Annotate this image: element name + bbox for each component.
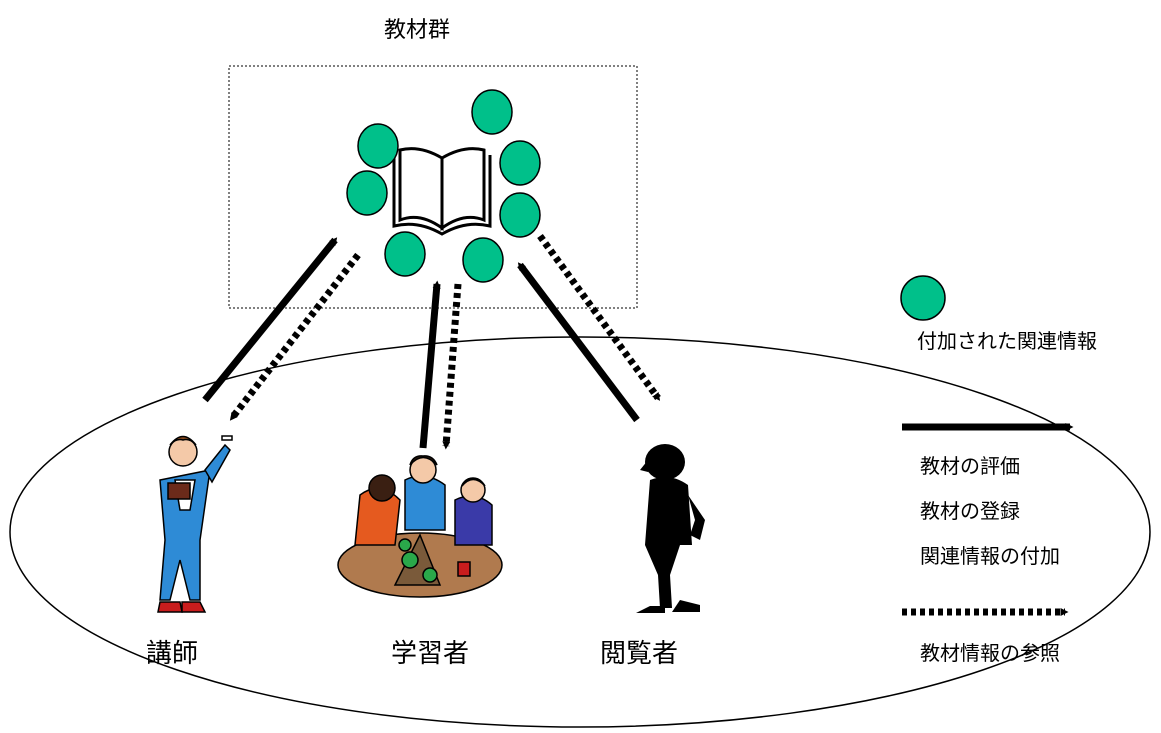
arrow-materials-to-learner bbox=[442, 283, 462, 450]
teacher-clipart bbox=[157, 435, 233, 613]
info-circle bbox=[471, 89, 513, 135]
materials-title: 教材群 bbox=[384, 18, 451, 43]
info-circle bbox=[499, 192, 541, 238]
arrow-viewer-to-materials bbox=[517, 262, 640, 423]
arrow-materials-to-instructor bbox=[229, 252, 361, 421]
info-circles bbox=[346, 89, 541, 283]
community-ellipse bbox=[9, 336, 1151, 728]
legend-dotted-label: 教材情報の参照 bbox=[920, 641, 1060, 665]
legend-solid-label-3: 関連情報の付加 bbox=[920, 544, 1060, 568]
info-circle bbox=[346, 170, 388, 216]
role-viewer: 閲覧者 bbox=[600, 639, 679, 669]
legend-circle-icon bbox=[900, 275, 946, 321]
viewer-silhouette bbox=[636, 444, 705, 613]
role-instructor: 講師 bbox=[146, 639, 199, 669]
info-circle bbox=[384, 231, 426, 277]
book-icon bbox=[392, 147, 492, 236]
arrow-materials-to-viewer bbox=[537, 233, 661, 401]
legend-circle-label: 付加された関連情報 bbox=[917, 329, 1097, 353]
legend-solid-label-2: 教材の登録 bbox=[920, 499, 1020, 523]
arrow-learner-to-materials bbox=[419, 280, 441, 449]
arrow-instructor-to-materials bbox=[202, 237, 338, 403]
students-clipart bbox=[337, 455, 503, 598]
role-learner: 学習者 bbox=[391, 639, 470, 669]
info-circle bbox=[357, 123, 399, 169]
legend-solid-label-1: 教材の評価 bbox=[920, 454, 1020, 478]
info-circle bbox=[499, 140, 541, 186]
info-circle bbox=[462, 237, 504, 283]
